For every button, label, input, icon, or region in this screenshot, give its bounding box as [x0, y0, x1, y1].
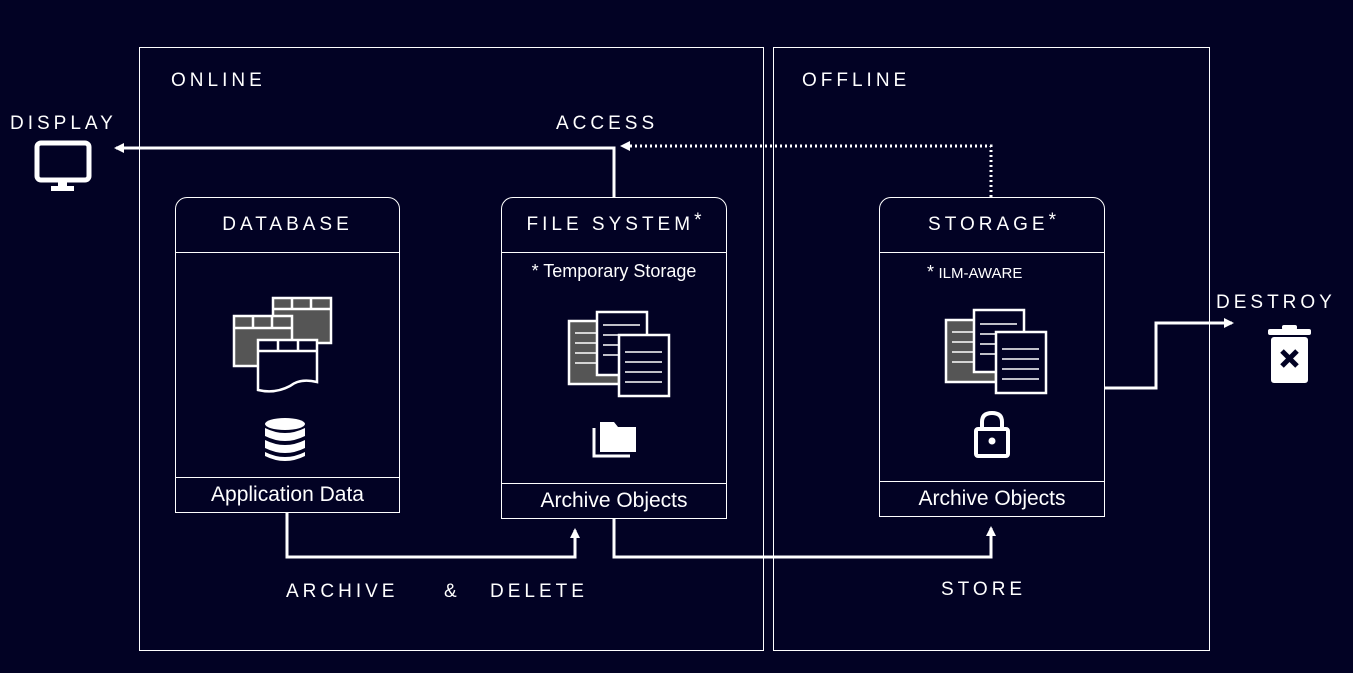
database-title: DATABASE [176, 198, 399, 253]
store-arrow [612, 519, 996, 559]
file-system-archive-objects-label: Archive Objects [502, 483, 726, 518]
file-system-card: FILE SYSTEM* * Temporary Storage Archive… [501, 197, 727, 519]
storage-title: STORAGE* [880, 198, 1104, 253]
ilm-aware-note: * ILM-AWARE [927, 262, 1022, 283]
lock-icon [974, 410, 1010, 458]
storage-access-arrow [620, 141, 993, 197]
storage-title-mark: * [1048, 210, 1056, 231]
documents-icon [567, 310, 671, 398]
display-access-arrow [114, 143, 616, 197]
storage-documents-icon [944, 308, 1048, 395]
storage-card: STORAGE* * ILM-AWARE Archive Objects [879, 197, 1105, 517]
tables-icon [232, 296, 333, 393]
delete-label: DELETE [490, 581, 588, 602]
ilm-aware-mark: * [927, 262, 935, 282]
store-label: STORE [941, 579, 1027, 600]
offline-label: OFFLINE [802, 70, 911, 91]
file-system-title-text: FILE SYSTEM [526, 214, 695, 235]
database-card: DATABASE Application Data [175, 197, 400, 513]
ilm-aware-text: ILM-AWARE [938, 265, 1023, 282]
database-icon [265, 418, 305, 461]
folders-icon [592, 422, 636, 458]
storage-title-text: STORAGE [928, 214, 1049, 235]
online-region [139, 47, 764, 651]
trash-icon [1268, 325, 1311, 383]
storage-archive-objects-label: Archive Objects [880, 481, 1104, 516]
archive-label: ARCHIVE [286, 581, 399, 602]
online-label: ONLINE [171, 70, 266, 91]
file-system-title-mark: * [694, 210, 702, 231]
display-label: DISPLAY [10, 113, 117, 134]
monitor-icon [34, 140, 92, 191]
application-data-label: Application Data [176, 477, 399, 512]
destroy-arrow [1105, 318, 1234, 390]
offline-region [773, 47, 1210, 651]
archive-delete-arrow [285, 513, 580, 559]
file-system-title: FILE SYSTEM* [502, 198, 726, 253]
access-label: ACCESS [556, 113, 659, 134]
ampersand-label: & [444, 581, 461, 602]
destroy-label: DESTROY [1216, 292, 1336, 313]
temporary-storage-note: * Temporary Storage [531, 261, 697, 281]
